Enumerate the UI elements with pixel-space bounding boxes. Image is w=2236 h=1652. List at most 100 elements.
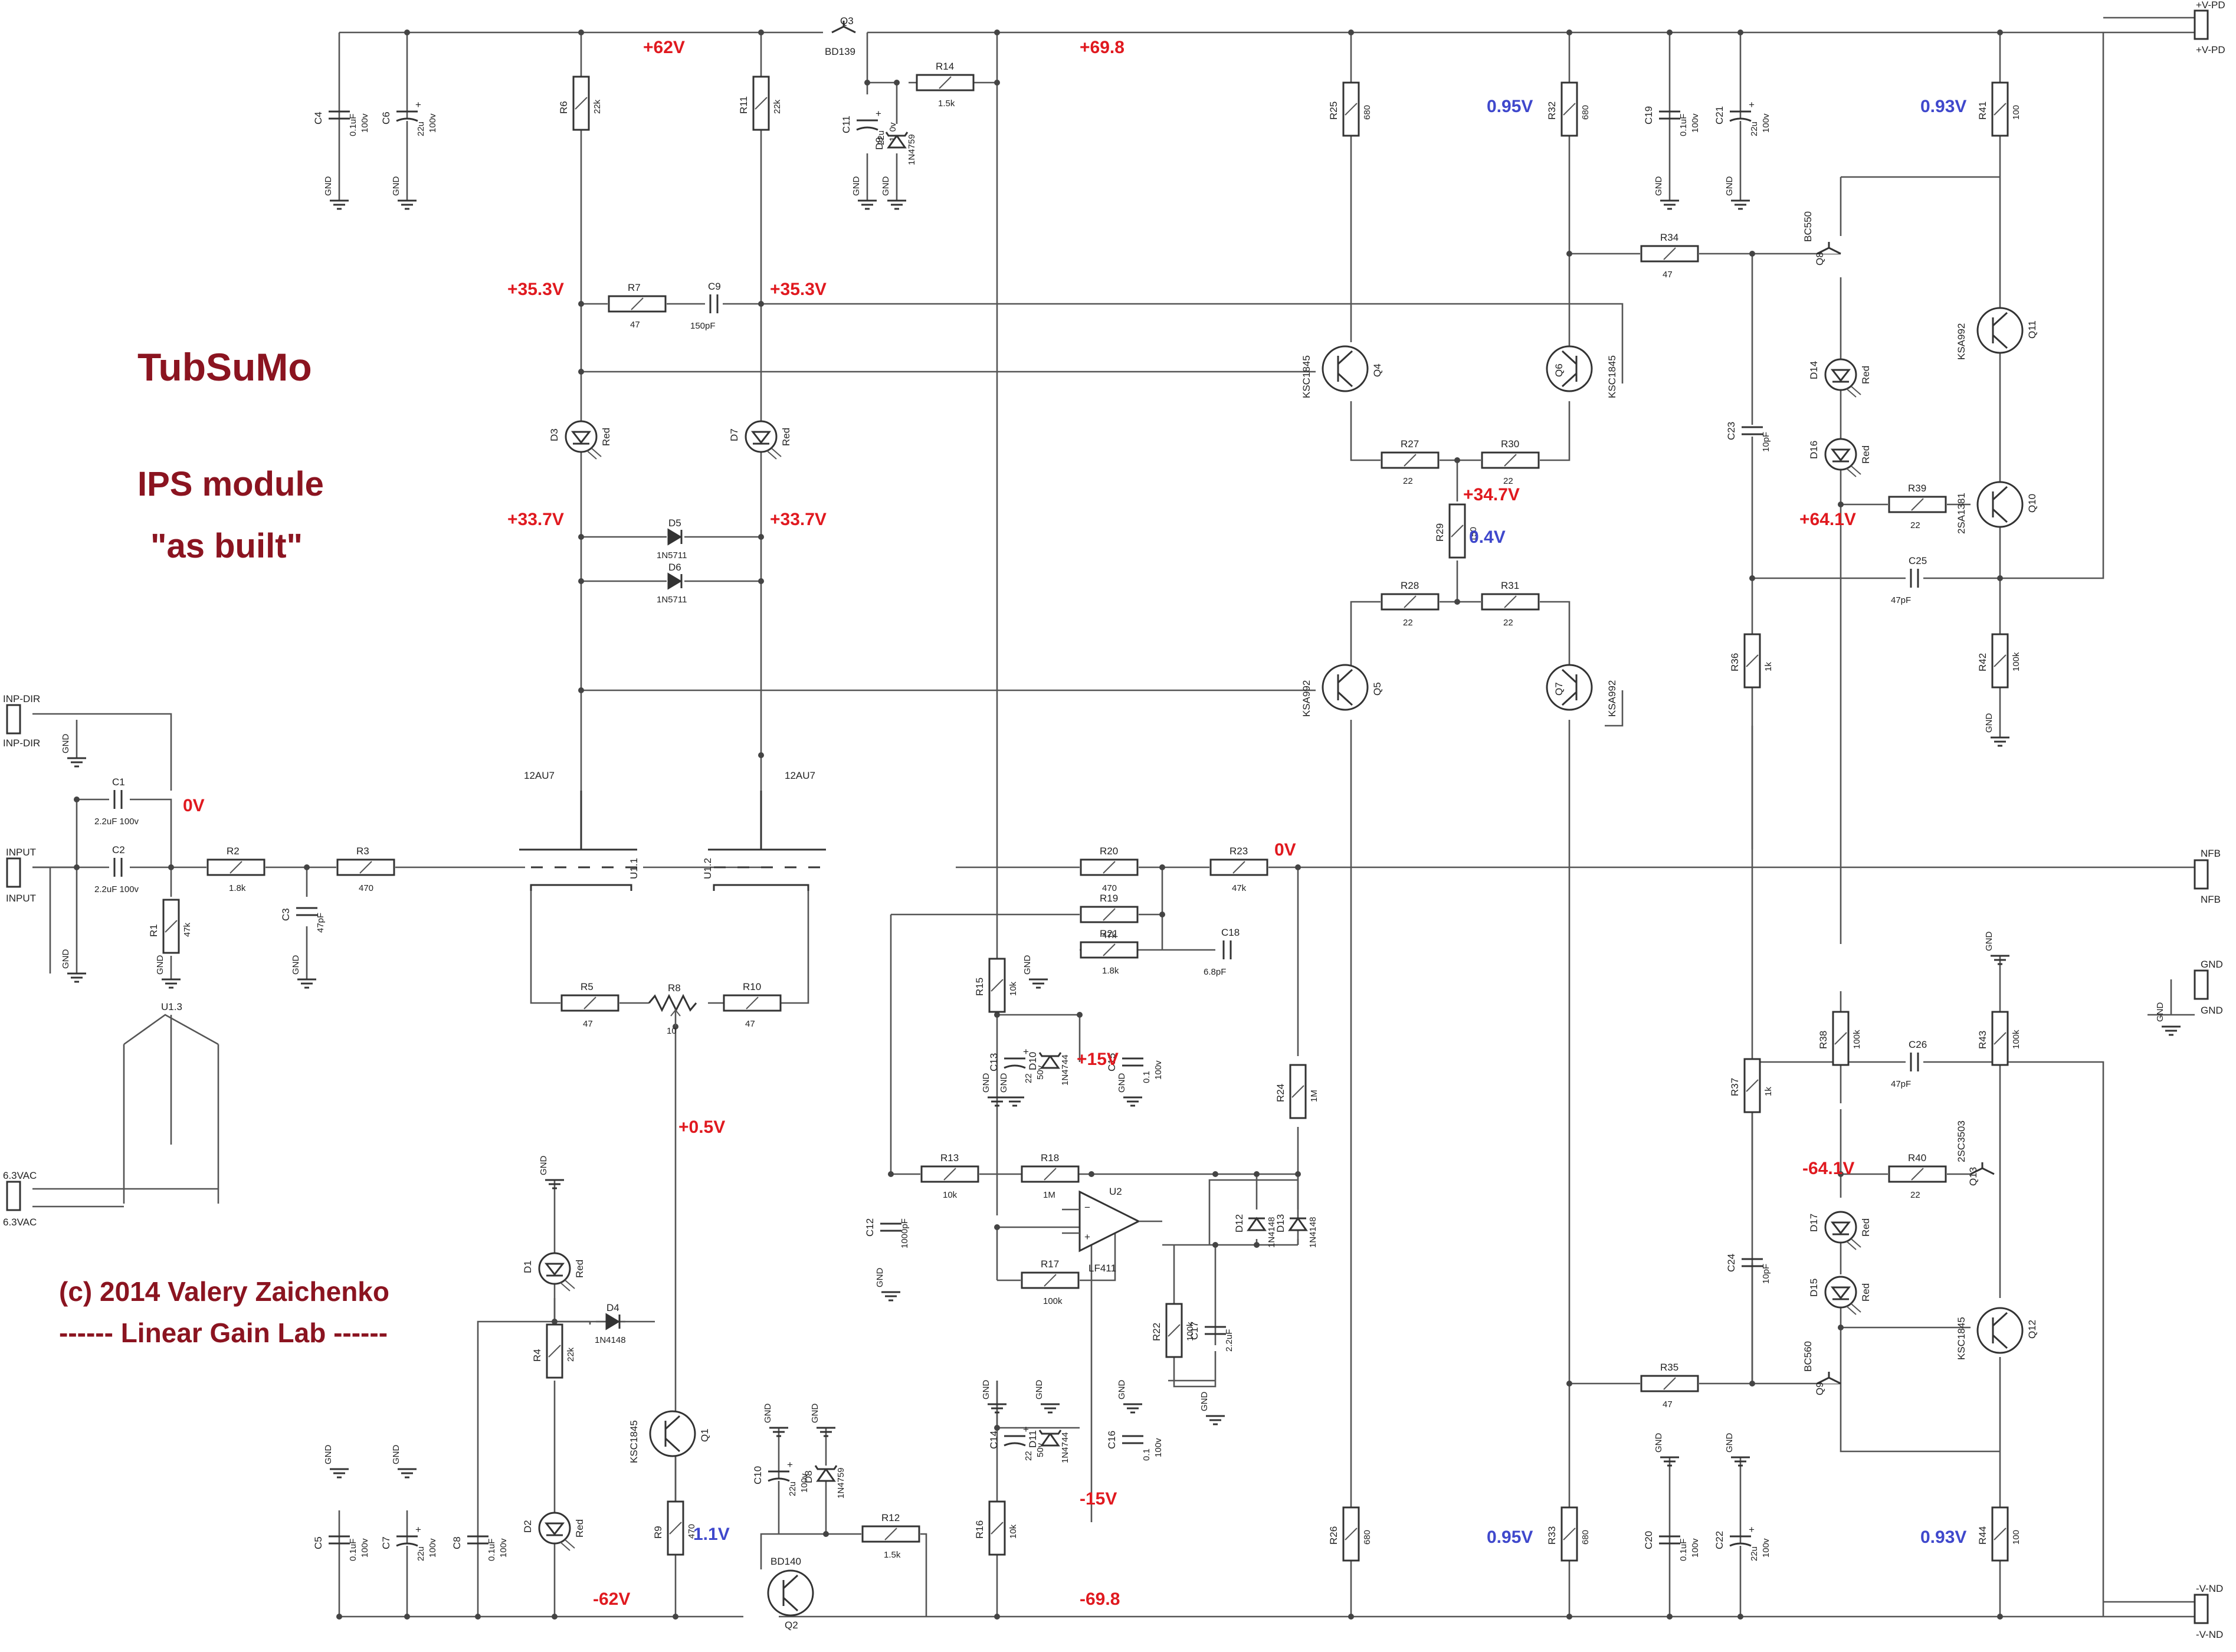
svg-text:Q2: Q2 (785, 1620, 798, 1631)
svg-text:D8: D8 (803, 1470, 814, 1483)
svg-text:D13: D13 (1275, 1214, 1286, 1233)
svg-text:100v: 100v (428, 1538, 438, 1558)
svg-text:22: 22 (1503, 476, 1513, 486)
voltage-plus35-3-left: +35.3V (507, 280, 564, 299)
ground-symbol: GND (155, 955, 181, 989)
tube-u1-1-label: U1.1 (628, 858, 640, 879)
svg-text:C16: C16 (1106, 1431, 1117, 1449)
svg-text:Q3: Q3 (840, 15, 854, 27)
svg-text:C9: C9 (708, 281, 721, 292)
svg-text:C20: C20 (1643, 1531, 1654, 1549)
svg-text:Q13: Q13 (1968, 1167, 1979, 1186)
resistor-r2: R21.8k (206, 845, 265, 893)
svg-text:47k: 47k (1232, 883, 1247, 893)
svg-text:R10: R10 (743, 981, 761, 992)
svg-text:C23: C23 (1726, 422, 1737, 440)
ground-symbol: GND (875, 1268, 900, 1302)
svg-text:R15: R15 (974, 978, 985, 996)
svg-text:R6: R6 (558, 101, 569, 114)
svg-text:Q1: Q1 (699, 1428, 710, 1442)
svg-text:47k: 47k (1102, 930, 1117, 940)
svg-text:Q9: Q9 (1814, 1382, 1825, 1395)
voltage-minus15: -15V (1080, 1489, 1117, 1509)
opamp-type: LF411 (1089, 1263, 1116, 1274)
svg-text:47: 47 (745, 1019, 755, 1029)
svg-text:47: 47 (1663, 1399, 1673, 1410)
svg-text:D4: D4 (606, 1302, 619, 1313)
svg-text:10k: 10k (1008, 1524, 1018, 1539)
svg-text:R3: R3 (356, 845, 369, 857)
svg-text:1000pF: 1000pF (900, 1218, 910, 1248)
svg-text:22k: 22k (566, 1347, 576, 1362)
capacitor-c2: C22.2uF 100v (94, 844, 139, 894)
svg-text:R18: R18 (1041, 1152, 1059, 1163)
svg-text:GND: GND (1984, 932, 1994, 952)
svg-text:GND: GND (1117, 1380, 1127, 1400)
svg-text:KSC1845: KSC1845 (628, 1420, 640, 1463)
svg-text:1N4744: 1N4744 (1060, 1054, 1070, 1086)
svg-text:R16: R16 (974, 1520, 985, 1539)
svg-text:C15: C15 (1106, 1053, 1117, 1071)
svg-text:Red: Red (1860, 366, 1871, 384)
svg-text:GND: GND (763, 1404, 773, 1424)
svg-text:680: 680 (1362, 105, 1372, 120)
transistor-q1: KSC1845 Q1 (628, 1410, 710, 1463)
voltage-plus0-5: +0.5V (678, 1117, 725, 1137)
svg-text:+: + (876, 108, 881, 119)
ground-symbol: GND (1654, 176, 1679, 210)
svg-text:1N4759: 1N4759 (836, 1467, 846, 1499)
svg-text:R9: R9 (653, 1526, 664, 1539)
svg-text:0.1uF: 0.1uF (1678, 1539, 1689, 1561)
svg-text:22: 22 (1024, 1073, 1034, 1083)
ground-symbol: GND (981, 1073, 1006, 1107)
svg-text:680: 680 (1362, 1530, 1372, 1545)
svg-text:Q10: Q10 (2027, 494, 2038, 513)
svg-text:R2: R2 (227, 845, 240, 857)
svg-text:C19: C19 (1643, 106, 1654, 124)
voltage-0-95-bottom: 0.95V (1487, 1528, 1533, 1547)
svg-text:KSC1845: KSC1845 (1301, 355, 1312, 398)
svg-text:GND: GND (875, 1268, 885, 1288)
ground-symbol: GND (881, 176, 906, 210)
svg-text:C6: C6 (381, 112, 392, 124)
svg-text:R33: R33 (1546, 1526, 1558, 1545)
tube-u1-3-label: U1.3 (161, 1001, 182, 1012)
svg-text:100k: 100k (1185, 1322, 1195, 1341)
svg-text:D5: D5 (668, 517, 681, 529)
svg-text:GND: GND (291, 955, 301, 975)
svg-text:GND: GND (981, 1073, 991, 1093)
svg-text:Q8: Q8 (1814, 252, 1825, 266)
voltage-plus33-7-right: +33.7V (770, 510, 827, 529)
svg-text:R38: R38 (1818, 1031, 1829, 1049)
svg-text:R32: R32 (1546, 101, 1558, 120)
connector-nfb-label-2: NFB (2201, 894, 2221, 905)
svg-text:1N5711: 1N5711 (657, 595, 687, 605)
svg-text:R11: R11 (738, 96, 749, 114)
svg-text:+: + (415, 99, 421, 110)
svg-text:KSC1845: KSC1845 (1606, 355, 1618, 398)
svg-text:1N4148: 1N4148 (1308, 1217, 1318, 1248)
svg-text:Red: Red (601, 428, 612, 446)
svg-text:+: + (1749, 1524, 1755, 1535)
svg-text:GND: GND (391, 176, 401, 196)
opamp-u2: −+ (1062, 1190, 1162, 1253)
voltage-minus69-8: -69.8 (1080, 1589, 1120, 1609)
voltage-plus35-3-right: +35.3V (770, 280, 827, 299)
